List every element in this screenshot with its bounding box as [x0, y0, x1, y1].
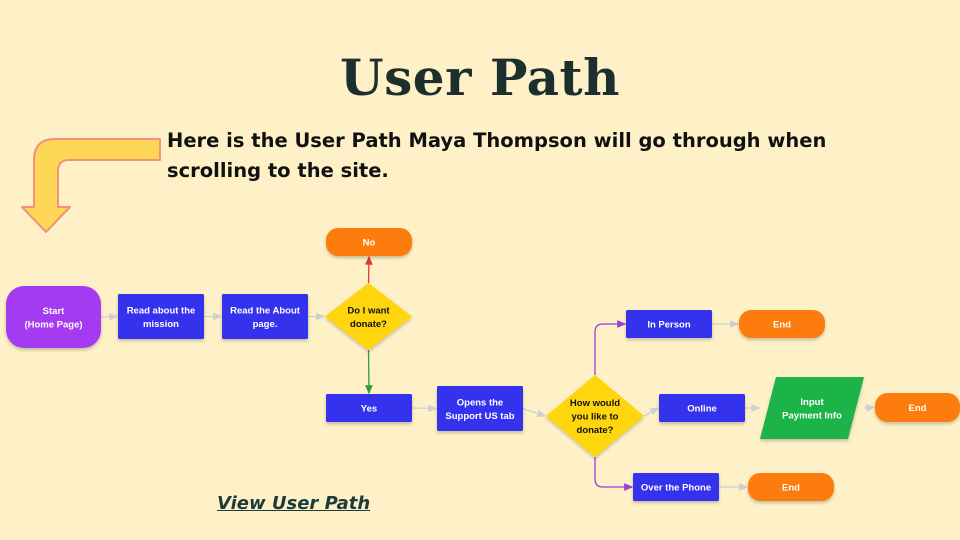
node-yes-label: Yes [361, 404, 377, 415]
node-mission-label: mission [143, 319, 179, 330]
node-yes-shape [326, 394, 412, 422]
node-about: Read the About page. [222, 294, 308, 339]
node-online-label: Online [687, 404, 717, 415]
node-end-person: End [739, 310, 825, 338]
edge-yes-to-support_tab [411, 404, 438, 413]
edge-payment_info-to-end_online [863, 403, 876, 412]
edge-support_tab-to-how_donate [522, 407, 547, 418]
edge-how_donate-to-in_person [594, 320, 627, 375]
node-about-label: Read the About [230, 305, 301, 316]
view-user-path-link[interactable]: View User Path [217, 493, 371, 514]
node-about-shape [222, 294, 308, 339]
node-in-person-label: In Person [647, 320, 690, 331]
edge-want_donate-to-yes [365, 349, 373, 395]
node-end-person-shape [739, 310, 825, 338]
node-payment-info-label: Input [800, 397, 824, 408]
node-start-shape [6, 286, 101, 348]
node-how-donate-label: donate? [577, 425, 614, 436]
node-online-shape [659, 394, 745, 422]
node-mission-label: Read about the [127, 305, 196, 316]
node-yes: Yes [326, 394, 412, 422]
node-in-person-shape [626, 310, 712, 338]
node-mission: Read about the mission [118, 294, 204, 339]
node-end-online: End [875, 393, 960, 422]
edge-how_donate-to-phone [594, 457, 634, 491]
node-want-donate: Do I want donate? [325, 283, 412, 350]
node-support-tab-label: Opens the [457, 397, 503, 408]
edge-how_donate-to-online [643, 407, 660, 417]
node-no-label: No [363, 238, 376, 249]
node-how-donate-label: How would [570, 398, 620, 409]
node-mission-shape [118, 294, 204, 339]
node-start: Start (Home Page) [6, 286, 101, 348]
node-online: Online [659, 394, 745, 422]
node-how-donate-label: you like to [572, 412, 619, 423]
page-title: User Path [340, 48, 620, 107]
node-want-donate-label: donate? [350, 319, 387, 330]
node-support-tab-shape [437, 386, 523, 431]
node-end-online-label: End [909, 403, 927, 414]
node-support-tab-label: Support US tab [445, 411, 514, 422]
node-end-phone: End [748, 473, 834, 501]
node-phone-shape [633, 473, 719, 501]
node-payment-info-label: Payment Info [782, 410, 842, 421]
bent-arrow-icon [21, 138, 161, 233]
node-end-phone-label: End [782, 483, 800, 494]
node-start-label: (Home Page) [24, 319, 82, 330]
node-end-phone-shape [748, 473, 834, 501]
node-about-label: page. [253, 319, 278, 330]
node-in-person: In Person [626, 310, 712, 338]
node-want-donate-label: Do I want [347, 305, 390, 316]
node-how-donate-shape [546, 375, 644, 457]
node-no-shape [326, 228, 412, 256]
node-end-online-shape [875, 393, 960, 422]
node-payment-info-shape [760, 377, 864, 439]
node-want-donate-shape [325, 283, 412, 350]
edge-want_donate-to-no [364, 255, 373, 284]
node-phone-label: Over the Phone [641, 483, 711, 494]
node-start-label: Start [43, 306, 65, 317]
node-phone: Over the Phone [633, 473, 719, 501]
intro-text: Here is the User Path Maya Thompson will… [167, 129, 827, 182]
node-end-person-label: End [773, 320, 791, 331]
node-how-donate: How would you like to donate? [546, 375, 644, 457]
edge-start-to-mission [100, 312, 119, 321]
node-no: No [326, 228, 412, 256]
